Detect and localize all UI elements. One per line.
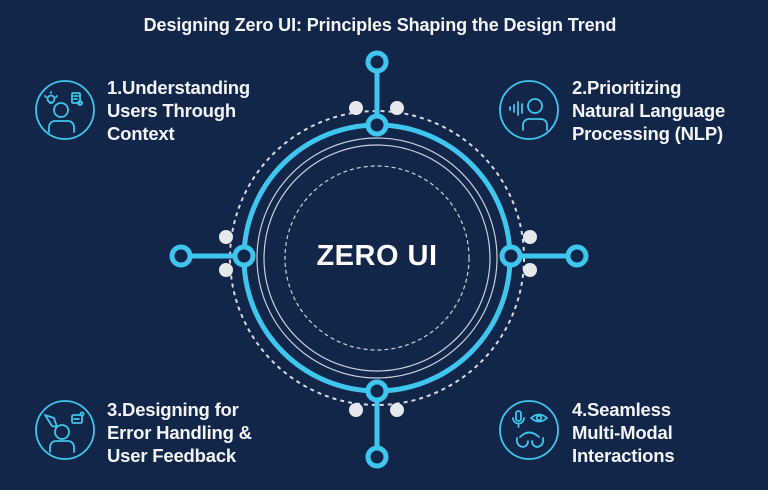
- center-label: ZERO UI: [316, 240, 438, 272]
- node-right-inner: [499, 244, 523, 268]
- principle-3-line3: User Feedback: [107, 445, 237, 466]
- principle-2-line1: 2.Prioritizing: [572, 77, 682, 98]
- feedback-user-icon: [35, 400, 95, 460]
- principle-3: 3.Designing for Error Handling & User Fe…: [107, 398, 252, 467]
- node-top-inner: [365, 113, 389, 137]
- principle-3-line1: 3.Designing for: [107, 399, 239, 420]
- spokes: [190, 70, 568, 449]
- node-left-outer: [169, 244, 193, 268]
- user-context-icon: [35, 80, 95, 140]
- principle-2-line3: Processing (NLP): [572, 123, 723, 144]
- node-top-outer: [365, 50, 389, 74]
- inner-dashed-ring: [284, 165, 470, 351]
- thin-ring-outer: [256, 137, 498, 379]
- principle-4-line1: 4.Seamless: [572, 399, 671, 420]
- principle-3-line2: Error Handling &: [107, 422, 252, 443]
- diagram-title: Designing Zero UI: Principles Shaping th…: [143, 15, 617, 35]
- flank-dots: [219, 101, 537, 417]
- multimodal-icon: [499, 400, 559, 460]
- node-bottom-outer: [365, 445, 389, 469]
- principle-2: 2.Prioritizing Natural Language Processi…: [572, 76, 725, 145]
- principle-1-line2: Users Through: [107, 100, 236, 121]
- principle-2-line2: Natural Language: [572, 100, 726, 121]
- node-right-outer: [565, 244, 589, 268]
- node-bottom-inner: [365, 379, 389, 403]
- thin-ring-inner: [263, 144, 491, 372]
- principle-4: 4.Seamless Multi-Modal Interactions: [572, 398, 675, 467]
- principle-4-line2: Multi-Modal: [572, 422, 673, 443]
- principle-1-line3: Context: [107, 123, 175, 144]
- principle-1-line1: 1.Understanding: [107, 77, 250, 98]
- principle-1: 1.Understanding Users Through Context: [107, 76, 250, 145]
- node-left-inner: [232, 244, 256, 268]
- voice-user-icon: [499, 80, 559, 140]
- principle-4-line3: Interactions: [572, 445, 675, 466]
